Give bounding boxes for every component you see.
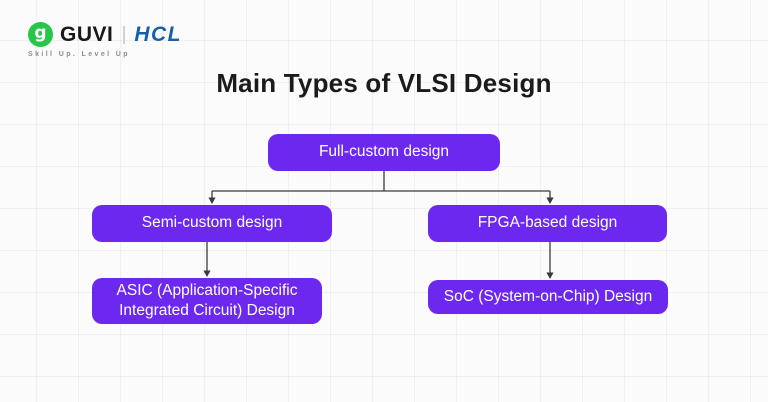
node-soc-design: SoC (System-on-Chip) Design bbox=[428, 280, 668, 314]
brand-logo: g GUVI HCL Skill Up. Level Up bbox=[28, 22, 182, 58]
guvi-logo-text: GUVI bbox=[60, 22, 114, 46]
node-semi-custom-design: Semi-custom design bbox=[92, 205, 332, 242]
hcl-logo-text: HCL bbox=[134, 22, 183, 46]
page-title: Main Types of VLSI Design bbox=[216, 68, 552, 98]
guvi-g-icon: g bbox=[28, 22, 53, 47]
node-fpga-based-design: FPGA-based design bbox=[428, 205, 667, 242]
node-asic-design: ASIC (Application-Specific Integrated Ci… bbox=[92, 278, 322, 324]
brand-tagline: Skill Up. Level Up bbox=[28, 51, 130, 58]
node-full-custom-design: Full-custom design bbox=[268, 134, 500, 171]
logo-divider bbox=[123, 25, 126, 44]
